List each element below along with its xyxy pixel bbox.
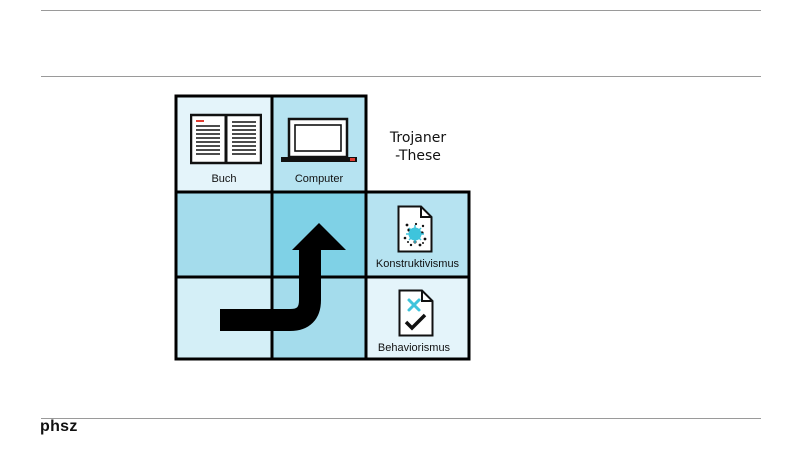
laptop-icon (281, 117, 357, 162)
cell-middle-left (176, 192, 272, 277)
thesis-line-2: -These (395, 148, 441, 164)
open-book-icon (190, 113, 262, 165)
brand-logo: phsz (40, 418, 78, 435)
cell-bottom-left (176, 277, 272, 359)
footer-rule (41, 418, 761, 419)
checked-document-icon (398, 289, 434, 337)
label-computer: Computer (294, 173, 344, 185)
virus-document-icon (397, 205, 433, 253)
header-rule (41, 76, 761, 77)
cell-middle-center (272, 192, 366, 277)
top-rule (41, 10, 761, 11)
label-book: Buch (211, 173, 237, 185)
thesis-label: Trojaner -These (373, 129, 463, 165)
thesis-line-1: Trojaner (389, 130, 447, 146)
label-constructivism: Konstruktivismus (375, 258, 460, 270)
label-behaviorism: Behaviorismus (377, 342, 451, 354)
cell-bottom-center (272, 277, 366, 359)
